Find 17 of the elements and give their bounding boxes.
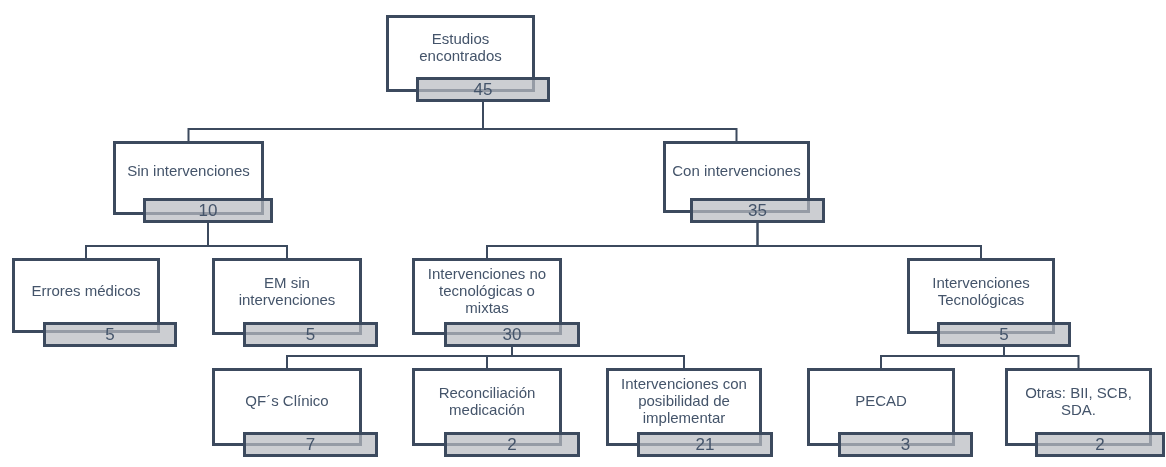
count-badge: 5 <box>937 322 1071 347</box>
connector-line <box>207 222 288 259</box>
count-badge: 21 <box>637 432 773 457</box>
count-badge: 2 <box>1035 432 1165 457</box>
connector-line <box>1003 346 1080 369</box>
count-badge: 2 <box>444 432 580 457</box>
count-badge: 7 <box>243 432 378 457</box>
connector-line <box>511 346 685 369</box>
count-badge: 5 <box>43 322 177 347</box>
connector-line <box>482 101 738 142</box>
count-badge: 30 <box>444 322 580 347</box>
count-badge: 5 <box>243 322 378 347</box>
connector-line <box>756 222 982 259</box>
count-badge: 35 <box>690 198 825 223</box>
count-badge: 45 <box>416 77 550 102</box>
count-badge: 10 <box>143 198 273 223</box>
count-badge: 3 <box>838 432 973 457</box>
